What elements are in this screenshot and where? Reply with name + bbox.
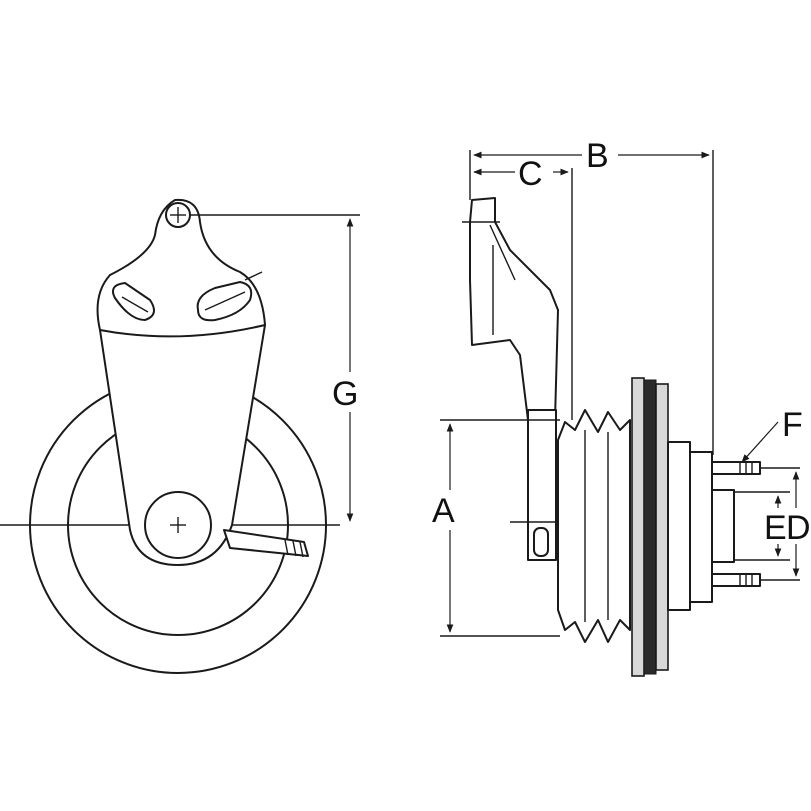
hub-flange xyxy=(689,451,713,603)
clutch-friction-plate xyxy=(643,379,657,675)
pulley-grooves xyxy=(557,409,631,643)
hub-body xyxy=(667,441,691,611)
side-bracket xyxy=(469,197,559,421)
label-g: G xyxy=(332,375,358,413)
side-view: B C A E D F xyxy=(432,137,811,677)
stud-lower xyxy=(711,573,761,587)
label-a: A xyxy=(432,492,455,530)
label-d: D xyxy=(786,509,811,547)
clutch-plate-rear xyxy=(655,383,669,671)
label-c: C xyxy=(518,155,543,193)
label-f: F xyxy=(782,406,803,444)
hub-pilot xyxy=(711,489,735,563)
stud-upper xyxy=(711,461,761,475)
f-leader-line xyxy=(741,421,779,463)
front-view: G xyxy=(0,198,360,674)
label-b: B xyxy=(586,137,609,175)
label-e: E xyxy=(764,509,787,547)
clutch-plate-front xyxy=(631,377,645,677)
side-bolt xyxy=(533,527,549,557)
adjust-slot-left xyxy=(112,282,155,321)
